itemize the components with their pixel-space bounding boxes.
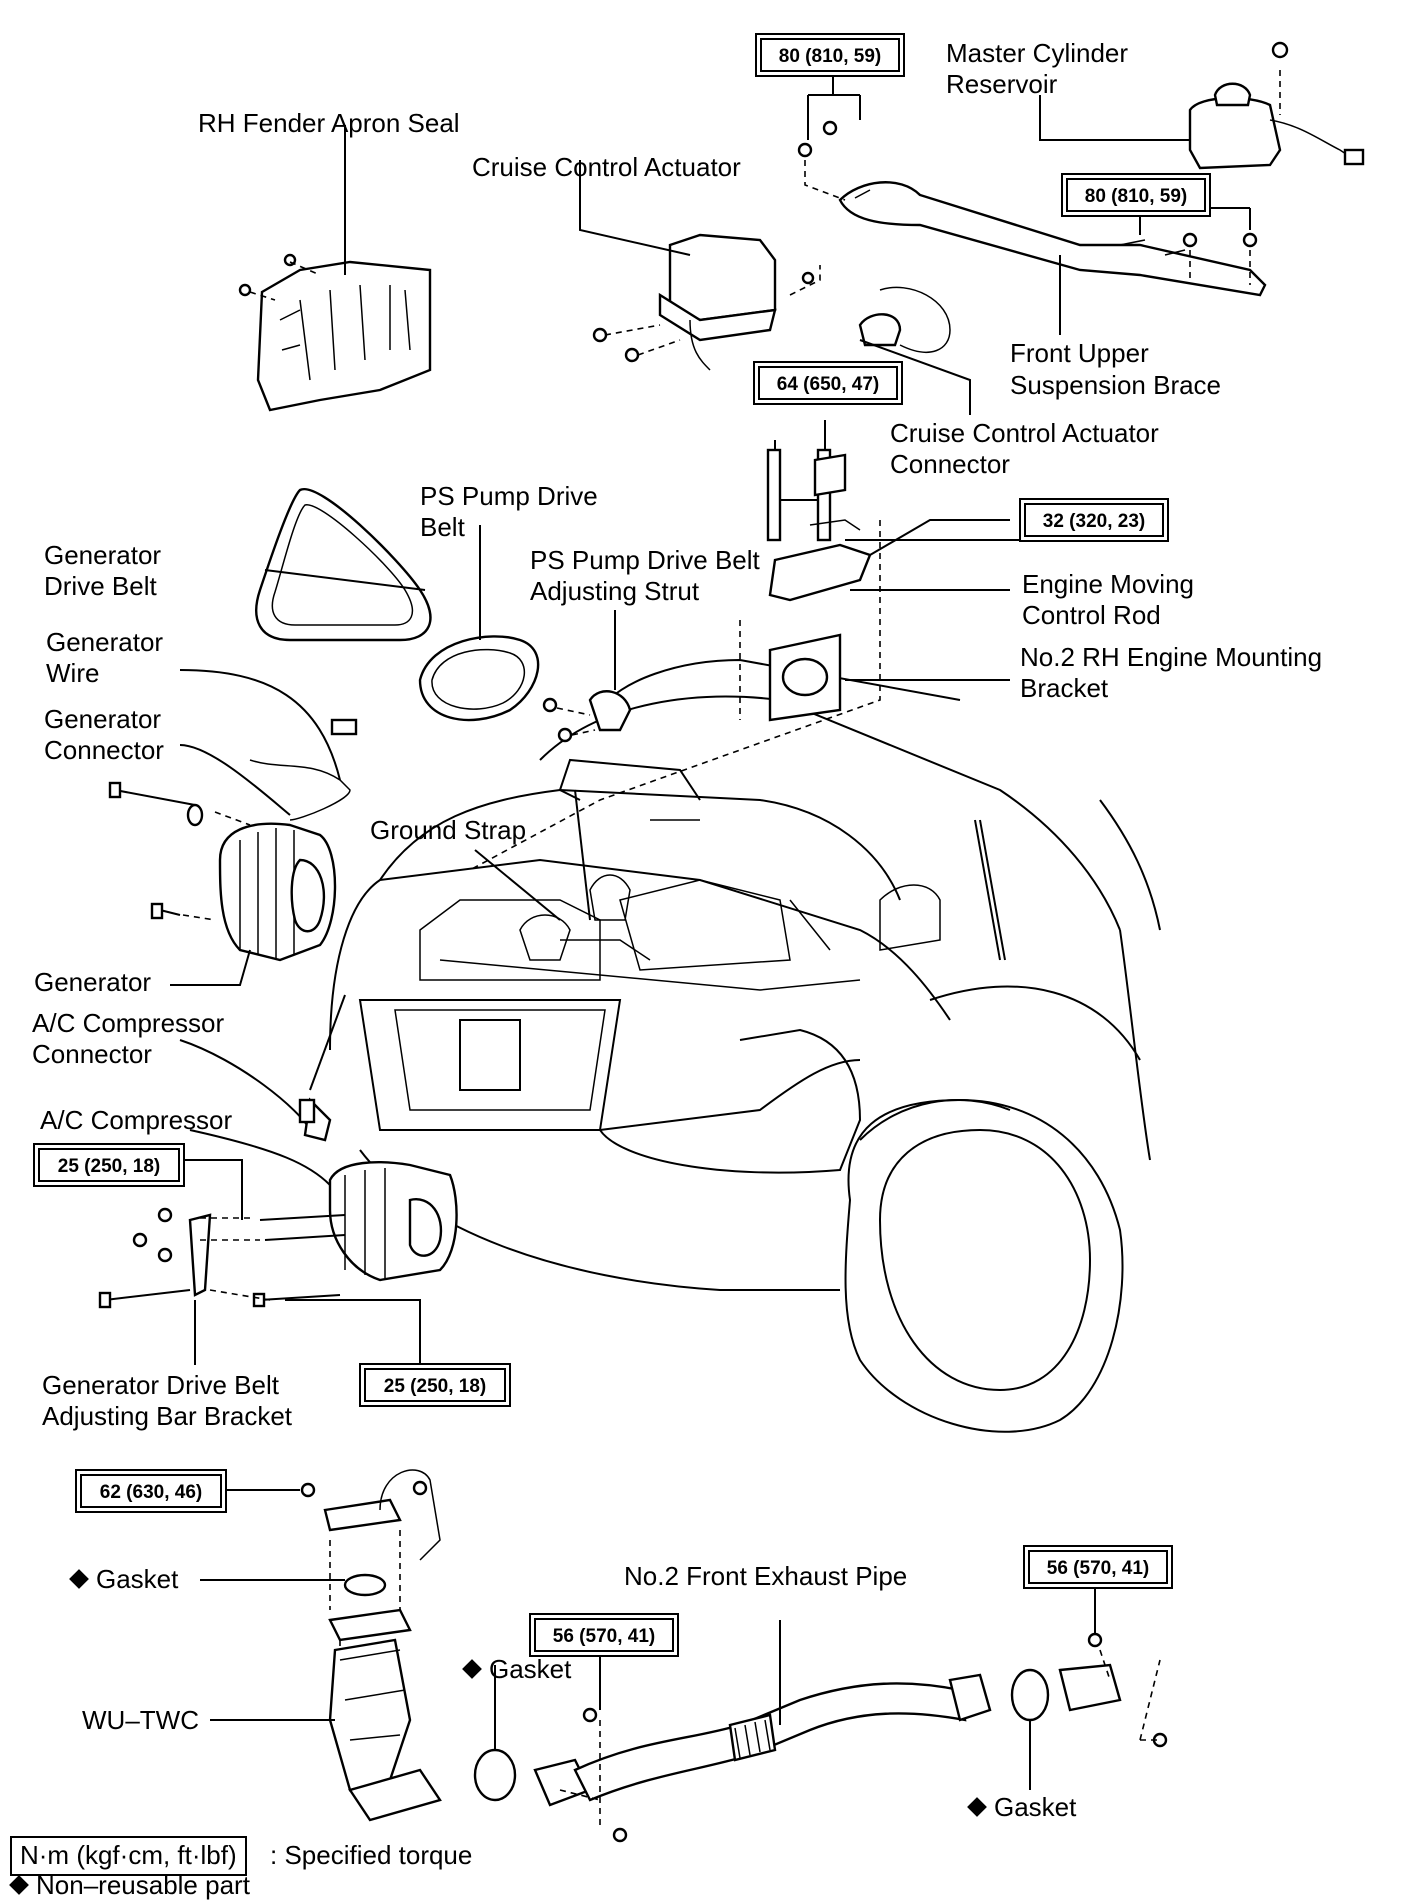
label-ps-pump-adjusting-strut-line2: Adjusting Strut bbox=[530, 576, 700, 606]
label-adjusting-bar-bracket-line2: Adjusting Bar Bracket bbox=[42, 1401, 293, 1431]
legend-torque-unit-box: N·m (kgf·cm, ft·lbf) bbox=[10, 1836, 247, 1876]
label-generator: Generator bbox=[34, 967, 152, 997]
label-ps-pump-drive-belt-line2: Belt bbox=[420, 512, 465, 542]
gasket-upper-text: Gasket bbox=[96, 1564, 179, 1594]
label-master-cylinder-reservoir-line1: Master Cylinder bbox=[946, 38, 1129, 68]
torque-compressor-upper: 25 (250, 18) bbox=[38, 1148, 180, 1182]
legend-nonreusable: Non–reusable part bbox=[9, 1870, 250, 1901]
torque-control-rod-bolt: 32 (320, 23) bbox=[1024, 503, 1164, 537]
nonreusable-diamond-icon bbox=[9, 1875, 29, 1896]
label-no2-front-exhaust-pipe: No.2 Front Exhaust Pipe bbox=[624, 1561, 908, 1591]
cruise-control-actuator bbox=[579, 160, 971, 415]
label-front-upper-suspension-brace-line1: Front Upper bbox=[1010, 338, 1149, 368]
label-generator-drive-belt-line1: Generator bbox=[44, 540, 162, 570]
gasket-right-text: Gasket bbox=[994, 1792, 1077, 1822]
legend-torque-description: : Specified torque bbox=[270, 1840, 473, 1870]
label-ac-compressor-connector-line1: A/C Compressor bbox=[32, 1008, 225, 1038]
front-upper-suspension-brace bbox=[797, 70, 1267, 335]
label-no2-rh-engine-mounting-bracket-line2: Bracket bbox=[1020, 673, 1109, 703]
ps-pump-strut bbox=[542, 610, 632, 743]
torque-exhaust-right: 56 (570, 41) bbox=[1028, 1550, 1168, 1584]
label-gasket-middle: Gasket bbox=[462, 1654, 572, 1685]
label-ground-strap: Ground Strap bbox=[370, 815, 527, 845]
vehicle-body bbox=[329, 658, 1161, 1433]
ac-compressor-assembly bbox=[98, 1039, 458, 1365]
torque-mounting-bolts: 64 (650, 47) bbox=[758, 366, 898, 400]
torque-master-cylinder-nuts: 80 (810, 59) bbox=[760, 38, 900, 72]
rh-fender-apron-seal bbox=[238, 125, 432, 412]
label-rh-fender-apron-seal: RH Fender Apron Seal bbox=[198, 108, 460, 138]
label-no2-rh-engine-mounting-bracket-line1: No.2 RH Engine Mounting bbox=[1020, 642, 1323, 672]
label-generator-drive-belt-line2: Drive Belt bbox=[44, 571, 157, 601]
label-ac-compressor: A/C Compressor bbox=[40, 1105, 233, 1135]
ac-connector-leader bbox=[309, 994, 346, 1091]
torque-compressor-lower: 25 (250, 18) bbox=[364, 1368, 506, 1402]
label-front-upper-suspension-brace-line2: Suspension Brace bbox=[1010, 370, 1222, 400]
ac-compressor-connector-plug bbox=[298, 1098, 316, 1124]
label-generator-connector-line2: Connector bbox=[44, 735, 164, 765]
gasket-middle-text: Gasket bbox=[489, 1654, 572, 1684]
label-wu-twc: WU–TWC bbox=[82, 1705, 199, 1735]
label-master-cylinder-reservoir-line2: Reservoir bbox=[946, 69, 1058, 99]
wu-twc-assembly bbox=[200, 1469, 442, 1822]
label-generator-wire-line1: Generator bbox=[46, 627, 164, 657]
torque-brace-nuts: 80 (810, 59) bbox=[1066, 178, 1206, 212]
no2-front-exhaust-pipe bbox=[473, 1585, 1168, 1843]
nonreusable-diamond-icon bbox=[967, 1797, 987, 1818]
torque-twc-nuts: 62 (630, 46) bbox=[80, 1474, 222, 1508]
label-cruise-control-actuator-connector-line2: Connector bbox=[890, 449, 1010, 479]
label-gasket-upper: Gasket bbox=[69, 1564, 179, 1595]
nonreusable-diamond-icon bbox=[462, 1659, 482, 1680]
label-adjusting-bar-bracket-line1: Generator Drive Belt bbox=[42, 1370, 279, 1400]
ground-strap-leader bbox=[474, 849, 561, 921]
label-ps-pump-drive-belt-line1: PS Pump Drive bbox=[420, 481, 598, 511]
label-generator-wire-line2: Wire bbox=[46, 658, 100, 688]
label-generator-connector-line1: Generator bbox=[44, 704, 162, 734]
nonreusable-diamond-icon bbox=[69, 1569, 89, 1590]
label-cruise-control-actuator: Cruise Control Actuator bbox=[472, 152, 741, 182]
drive-belts bbox=[255, 487, 540, 722]
engine-mounting-bracket bbox=[469, 420, 1020, 871]
label-ac-compressor-connector-line2: Connector bbox=[32, 1039, 152, 1069]
torque-exhaust-middle: 56 (570, 41) bbox=[534, 1618, 674, 1652]
label-ps-pump-adjusting-strut-line1: PS Pump Drive Belt bbox=[530, 545, 760, 575]
label-engine-moving-control-rod-line2: Control Rod bbox=[1022, 600, 1161, 630]
label-gasket-right: Gasket bbox=[967, 1792, 1077, 1823]
label-engine-moving-control-rod-line1: Engine Moving bbox=[1022, 569, 1194, 599]
label-cruise-control-actuator-connector-line1: Cruise Control Actuator bbox=[890, 418, 1159, 448]
master-cylinder-reservoir bbox=[1039, 41, 1365, 170]
generator-assembly bbox=[108, 669, 358, 986]
legend-nonreusable-text: Non–reusable part bbox=[36, 1870, 250, 1900]
